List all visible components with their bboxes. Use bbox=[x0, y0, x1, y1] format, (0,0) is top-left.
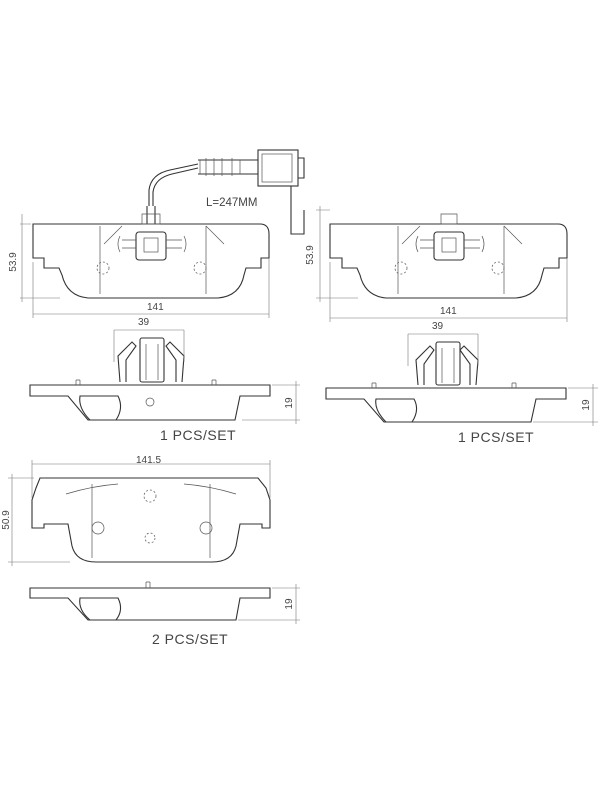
svg-text:39: 39 bbox=[432, 321, 444, 332]
svg-text:53.9: 53.9 bbox=[305, 245, 316, 265]
pad-c-width-dimension: 141.5 bbox=[31, 455, 271, 498]
pad-c-height-dimension: 50.9 bbox=[1, 474, 70, 566]
svg-text:19: 19 bbox=[284, 397, 295, 409]
pad-a-outline bbox=[32, 223, 270, 299]
pad-c-front-view: 141.5 50.9 bbox=[1, 455, 271, 566]
pad-a-clip-dimension: 39 bbox=[113, 317, 185, 362]
pad-c-outline bbox=[31, 477, 271, 563]
svg-text:19: 19 bbox=[581, 399, 592, 411]
pad-b-clip-dimension: 39 bbox=[407, 321, 479, 366]
pad-b-quantity-label: 1 PCS/SET bbox=[458, 429, 534, 445]
pad-a-front-view: L=247MM 141 53.9 bbox=[8, 149, 305, 318]
pad-b-outline bbox=[329, 223, 568, 299]
pad-a-width-dimension: 141 bbox=[32, 258, 270, 318]
pad-c-side-view: 19 2 PCS/SET bbox=[29, 581, 300, 647]
svg-text:141.5: 141.5 bbox=[136, 455, 161, 466]
pad-a-side-view: 39 19 1 PCS/SET bbox=[29, 317, 300, 443]
svg-text:141: 141 bbox=[440, 306, 457, 317]
pad-b-height-dimension: 53.9 bbox=[305, 206, 358, 302]
svg-text:39: 39 bbox=[138, 317, 150, 328]
pad-a-height-dimension: 53.9 bbox=[8, 214, 60, 302]
svg-text:53.9: 53.9 bbox=[8, 252, 19, 272]
svg-text:50.9: 50.9 bbox=[1, 510, 12, 530]
pad-c-thickness-dimension: 19 bbox=[238, 584, 300, 624]
pad-c-quantity-label: 2 PCS/SET bbox=[152, 631, 228, 647]
pad-b-thickness-dimension: 19 bbox=[533, 384, 598, 426]
sensor-cable-length: L=247MM bbox=[206, 197, 257, 209]
pad-b-width-dimension: 141 bbox=[329, 258, 568, 322]
pad-a-quantity-label: 1 PCS/SET bbox=[160, 427, 236, 443]
pad-b-side-view: 39 19 1 PCS/SET bbox=[325, 321, 598, 445]
pad-b-front-view: 141 53.9 bbox=[305, 206, 568, 322]
svg-text:19: 19 bbox=[284, 598, 295, 610]
pad-a-thickness-dimension: 19 bbox=[242, 381, 300, 424]
svg-text:141: 141 bbox=[147, 302, 164, 313]
wear-sensor-wire bbox=[148, 149, 305, 235]
